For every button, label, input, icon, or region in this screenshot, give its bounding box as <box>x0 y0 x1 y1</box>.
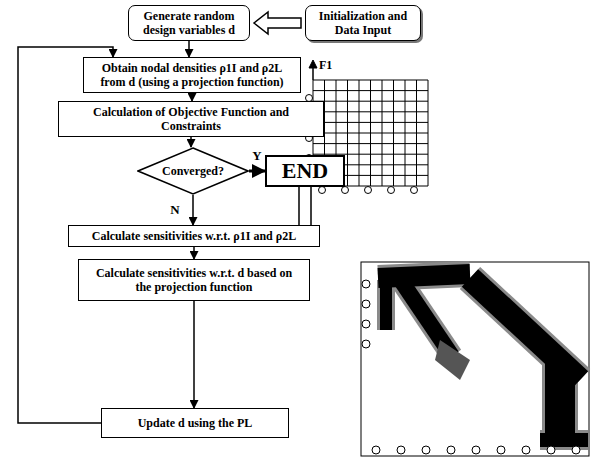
edge-label: N <box>169 203 180 217</box>
support-roller <box>365 187 372 194</box>
support-roller <box>362 320 370 328</box>
flow-arrow <box>249 170 265 173</box>
support-roller <box>572 446 580 454</box>
flow-arrow <box>191 93 193 101</box>
process-box: Calculate sensitivities w.r.t. d based o… <box>78 259 310 301</box>
support-roller <box>522 446 530 454</box>
edge-label: Y <box>251 149 262 163</box>
flow-arrow <box>188 41 190 57</box>
solid-member <box>545 360 575 440</box>
process-box: Generate random design variables d <box>128 5 250 41</box>
support-roller <box>472 446 480 454</box>
node-text: Initialization and Data Input <box>312 9 414 37</box>
solid-member <box>378 274 470 278</box>
grey-member <box>542 360 578 440</box>
mesh-line <box>393 80 394 186</box>
node-text: Calculation of Objective Function and Co… <box>65 105 317 133</box>
process-box: Update d using the PL <box>101 408 289 438</box>
flow-arrow <box>192 195 194 225</box>
support-roller <box>362 300 370 308</box>
solid-member <box>540 433 588 447</box>
flow-arrow <box>193 247 195 259</box>
node-text: Calculate sensitivities w.r.t. ρ1I and ρ… <box>75 229 313 243</box>
mesh-line <box>313 133 428 134</box>
node-text: Obtain nodal densities ρ1I and ρ2L from … <box>90 61 294 89</box>
support-roller <box>362 340 370 348</box>
process-box: Calculation of Objective Function and Co… <box>58 101 324 137</box>
diamond-shape <box>138 148 248 194</box>
process-box: Obtain nodal densities ρ1I and ρ2L from … <box>83 57 301 93</box>
node-text: Generate random design variables d <box>135 9 243 37</box>
support-roller <box>388 187 395 194</box>
support-roller <box>497 446 505 454</box>
support-roller <box>447 446 455 454</box>
mesh-line <box>416 80 417 186</box>
force-label: F1 <box>318 58 333 72</box>
support-roller <box>422 446 430 454</box>
support-roller <box>362 280 370 288</box>
mesh-line <box>313 143 428 144</box>
topology-result <box>361 262 589 456</box>
mesh-line <box>405 80 406 186</box>
input-box: Initialization and Data Input <box>305 5 421 41</box>
support-roller <box>547 446 555 454</box>
grey-member <box>435 340 470 380</box>
support-roller <box>411 187 418 194</box>
solid-member <box>380 280 392 330</box>
grey-member <box>540 430 588 450</box>
node-text: Calculate sensitivities w.r.t. d based o… <box>87 266 301 294</box>
process-box: Calculate sensitivities w.r.t. ρ1I and ρ… <box>68 225 320 247</box>
mesh-line <box>428 80 429 186</box>
mesh-line <box>382 80 383 186</box>
result-frame <box>361 262 589 456</box>
flow-arrow <box>190 137 192 147</box>
node-text: END <box>273 158 337 184</box>
support-roller <box>342 187 349 194</box>
force-arrow-head <box>309 60 317 68</box>
support-roller <box>397 446 405 454</box>
support-roller <box>319 187 326 194</box>
node-text: Update d using the PL <box>108 416 282 430</box>
node-text: Converged? <box>162 164 224 178</box>
decision-diamond: Converged? <box>137 147 249 195</box>
grey-member <box>378 274 470 278</box>
flow-arrow <box>193 301 195 408</box>
support-roller <box>372 446 380 454</box>
hollow-arrow <box>254 12 301 34</box>
end-box: END <box>265 155 345 187</box>
